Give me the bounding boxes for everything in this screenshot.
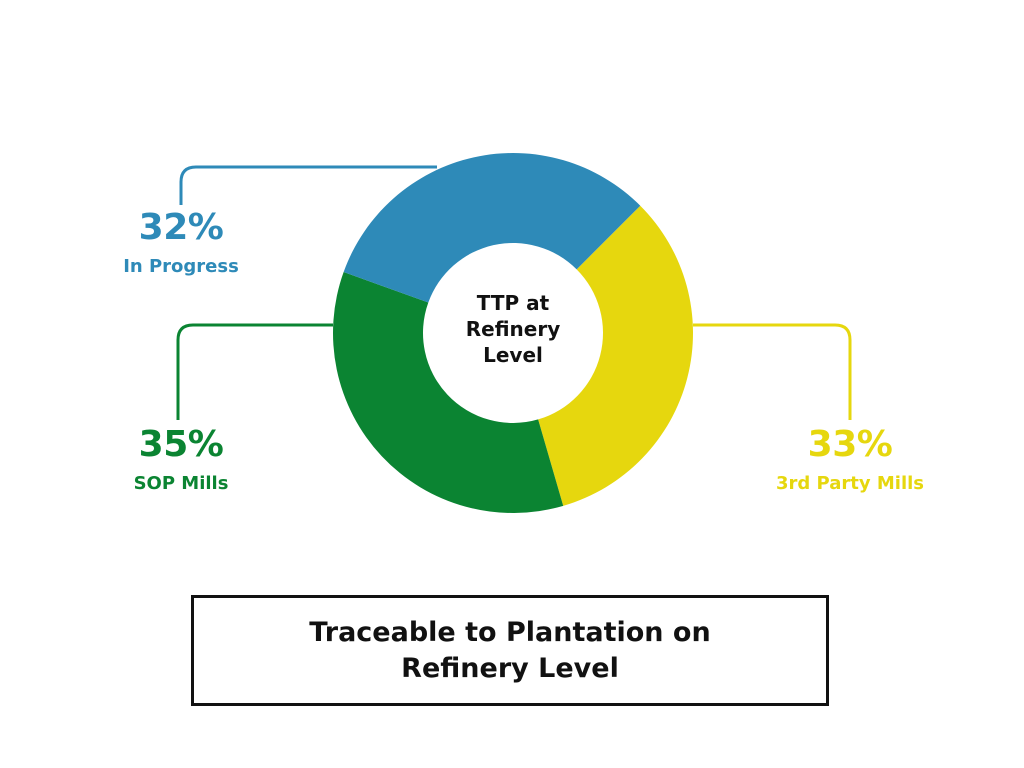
connector-3rd-party-mills [693,323,852,420]
donut-slice-in-progress [343,152,641,303]
chart-title-box: Traceable to Plantation on Refinery Leve… [191,595,829,706]
connector-sop-mills [176,323,333,420]
slice-label-in-progress: In Progress [123,256,239,277]
donut-slice-sop-mills [332,272,564,513]
slice-label-sop-mills: SOP Mills [133,473,229,494]
chart-title: Traceable to Plantation on Refinery Leve… [309,616,711,684]
donut-slice-3rd-party-mills [538,205,693,506]
center-label: TTP at Refinery Level [465,291,561,367]
connector-in-progress [179,165,437,205]
value-label-in-progress: 32% [138,207,224,248]
slice-label-3rd-party-mills: 3rd Party Mills [775,473,925,494]
value-label-sop-mills: 35% [138,424,224,465]
value-label-3rd-party-mills: 33% [807,424,893,465]
